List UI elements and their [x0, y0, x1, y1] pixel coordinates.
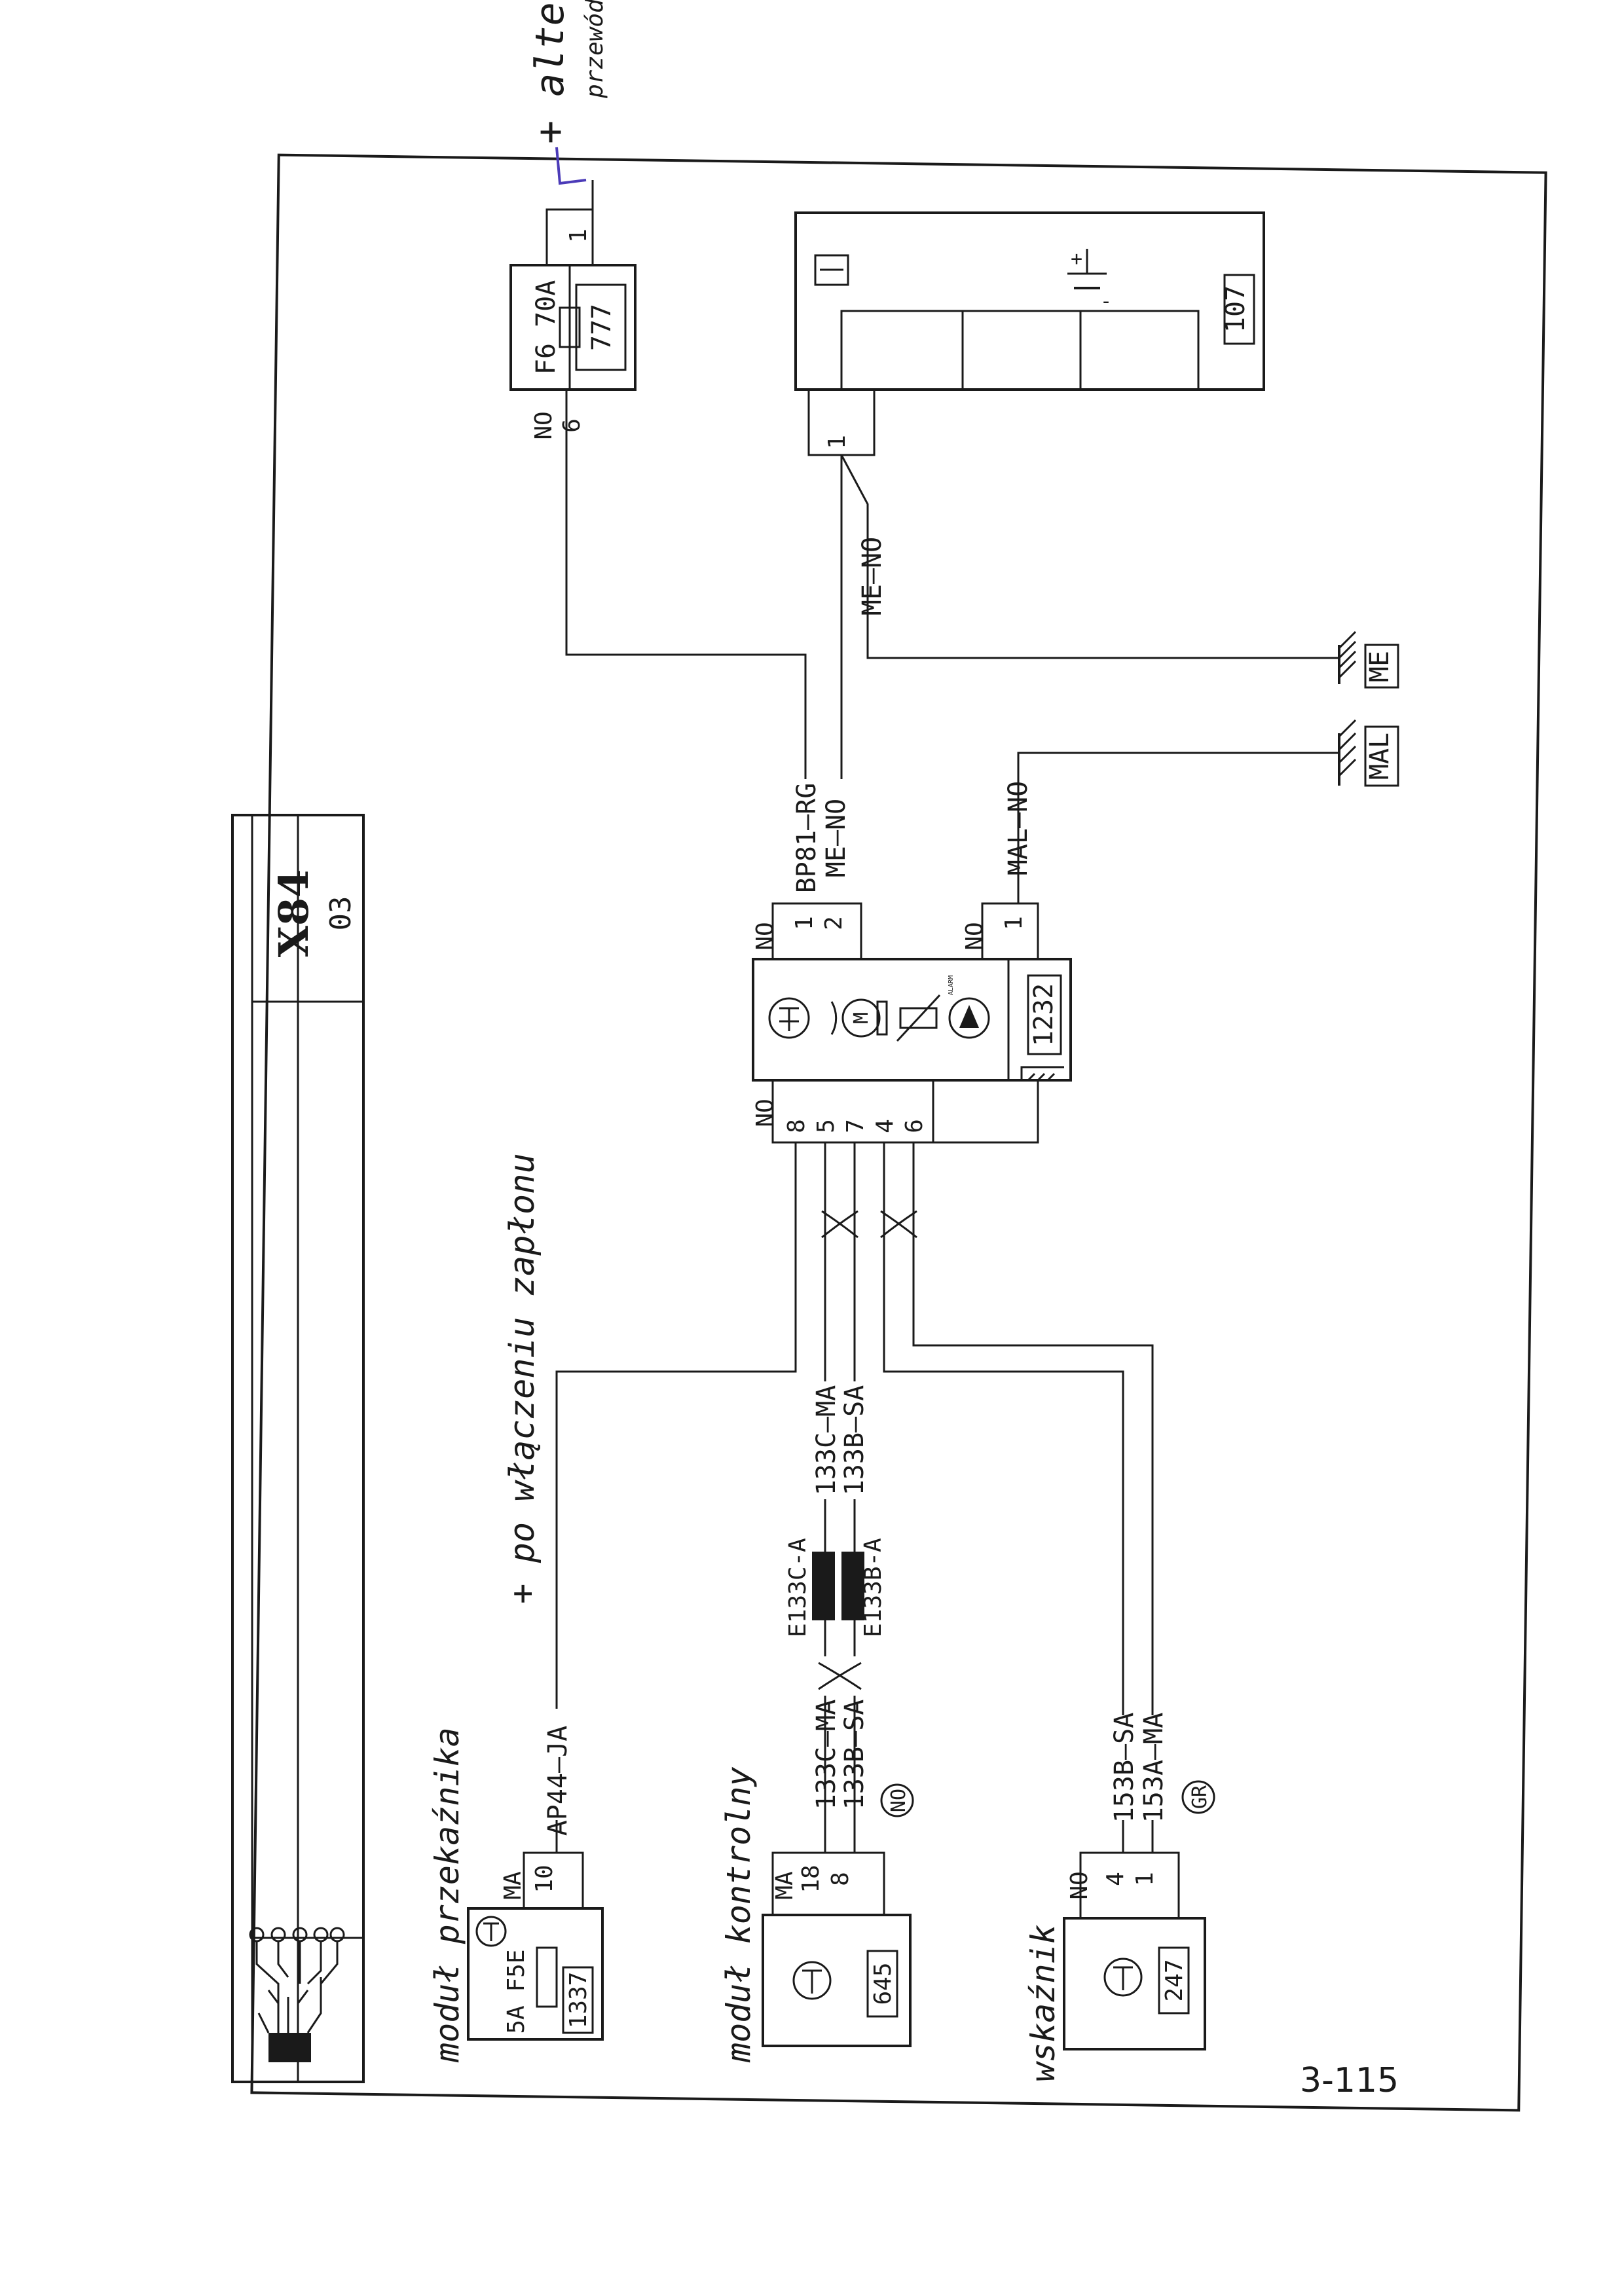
siren-icon: ALARM	[948, 975, 990, 1039]
bottom-wires	[555, 1142, 1154, 1715]
wire-label-133c-ma-b: 133C—MA	[811, 1700, 841, 1810]
note-alternator: + alternator	[527, 0, 573, 144]
note-indicator: wskaźnik	[1024, 1924, 1062, 2082]
module-1337-wire-color: MA	[500, 1871, 526, 1900]
splice-e133c-a: E133C-A	[784, 1538, 835, 1637]
unit-right-color: NO	[961, 922, 988, 950]
unit-bottom-pin-7: 7	[842, 1119, 869, 1133]
unit-top-pin-1: 1	[791, 916, 818, 930]
vehicle-code: X84	[270, 869, 318, 957]
unit-bottom-color: NO	[752, 1099, 779, 1127]
unit-bottom-pin-8: 8	[783, 1119, 810, 1133]
wire-label-me-no: ME—NO	[821, 799, 851, 877]
module-247-wire-color: NO	[1066, 1871, 1093, 1899]
module-247-id: 247	[1161, 1959, 1188, 2001]
unit-bottom-pin-4: 4	[872, 1119, 898, 1133]
module-1337-pin: 10	[531, 1865, 558, 1893]
wire-me-no-ground	[840, 454, 1339, 659]
battery-minus: -	[1100, 290, 1112, 313]
battery-symbol-icon: + -	[1067, 247, 1112, 313]
wire-label-mal-no: MAL—NO	[1003, 781, 1033, 876]
note-ignition: + po włączeniu zapłonu	[503, 1153, 542, 1604]
wire-label-me-no-ground: ME—NO	[857, 537, 887, 615]
ground-me: ME	[1338, 630, 1399, 689]
note-alternator-2: przewód	[581, 0, 608, 99]
ground-mal-label: MAL	[1365, 733, 1395, 780]
variable-resistor-icon	[896, 994, 941, 1042]
wire-label-153b-sa: 153B—SA	[1109, 1713, 1139, 1823]
motor-label: M	[850, 1012, 873, 1024]
page-number: 3-115	[1300, 2061, 1399, 2100]
fuse-777-label: F6 70A	[531, 280, 561, 375]
module-1337-fuse: F5E	[503, 1949, 530, 1992]
module-645-pin-8: 8	[827, 1872, 854, 1886]
note-module-2: moduł kontrolny	[720, 1766, 758, 2063]
unit-1232-id: 1232	[1029, 983, 1059, 1046]
twist-icon	[821, 1210, 917, 1239]
fuse-777-pin-in: 1	[565, 228, 592, 243]
wire-label-133b-sa-a: 133B—SA	[840, 1385, 870, 1496]
splice-e133b-a: E133B-A	[841, 1538, 887, 1637]
battery-plus: +	[1071, 247, 1082, 270]
module-247-pin-1: 1	[1132, 1872, 1158, 1886]
splice-c-label: E133C-A	[784, 1538, 811, 1637]
diagram-frame	[250, 153, 1547, 2112]
module-645-connector: NO	[887, 1789, 910, 1812]
unit-top-pin-2: 2	[821, 916, 847, 930]
wire-label-bp81: BP81—RG	[792, 783, 822, 894]
module-645-id: 645	[870, 1962, 896, 2005]
electronic-module-icon	[768, 997, 810, 1039]
battery-107: 107 + - 1	[794, 211, 1265, 456]
battery-107-pin: 1	[824, 435, 851, 449]
module-247-pin-4: 4	[1102, 1872, 1129, 1886]
unit-bottom-pin-5: 5	[813, 1119, 840, 1133]
module-645-pin-18: 18	[798, 1865, 824, 1893]
unit-top-color: NO	[752, 922, 779, 950]
connector-logo-icon	[249, 1927, 345, 2062]
fuse-777-pin-out: 6	[559, 418, 585, 433]
wire-label-133c-ma-a: 133C—MA	[811, 1385, 841, 1496]
module-1337: MA 10 F5E 5A 1337	[467, 1851, 604, 2041]
fuse-777: F6 70A 777 1 NO 6	[509, 180, 637, 445]
twist-icon	[818, 1662, 862, 1690]
module-247-connector: GR	[1189, 1785, 1211, 1809]
splice-b-label: E133B-A	[860, 1538, 887, 1637]
module-645-wire-color: MA	[771, 1871, 798, 1900]
wire-label-153a-ma: 153A—MA	[1139, 1713, 1169, 1823]
module-645: MA 18 8 645 NO	[762, 1783, 914, 2047]
unit-1232: 1232 M ALARM NO 1 2 NO 1	[752, 902, 1072, 1144]
module-1337-rating: 5A	[503, 2005, 530, 2034]
siren-label: ALARM	[948, 975, 955, 995]
handwritten-notes: + alternator przewód + po włączeniu zapł…	[428, 0, 1062, 2082]
fuse-777-wire-color: NO	[530, 411, 557, 439]
ground-me-label: ME	[1365, 651, 1395, 682]
module-1337-id: 1337	[565, 1972, 592, 2029]
motor-icon: M	[830, 998, 888, 1038]
wire-label-ap44: AP44—JA	[543, 1726, 573, 1836]
ground-mal: MAL	[1338, 719, 1399, 787]
title-block: X84 03	[231, 814, 365, 2083]
battery-107-id: 107	[1221, 285, 1251, 333]
wire-mal-no	[1017, 752, 1339, 903]
wire-bp81	[565, 445, 807, 779]
unit-right-pin-1: 1	[1001, 916, 1027, 930]
unit-bottom-pin-6: 6	[901, 1119, 928, 1133]
wire-label-133b-sa-b: 133B—SA	[840, 1700, 870, 1810]
fuse-777-id: 777	[587, 304, 617, 351]
module-247: NO 4 1 247 GR	[1063, 1780, 1215, 2050]
note-module-1: moduł przekaźnika	[428, 1727, 466, 2063]
sheet-code: 03	[324, 896, 358, 931]
